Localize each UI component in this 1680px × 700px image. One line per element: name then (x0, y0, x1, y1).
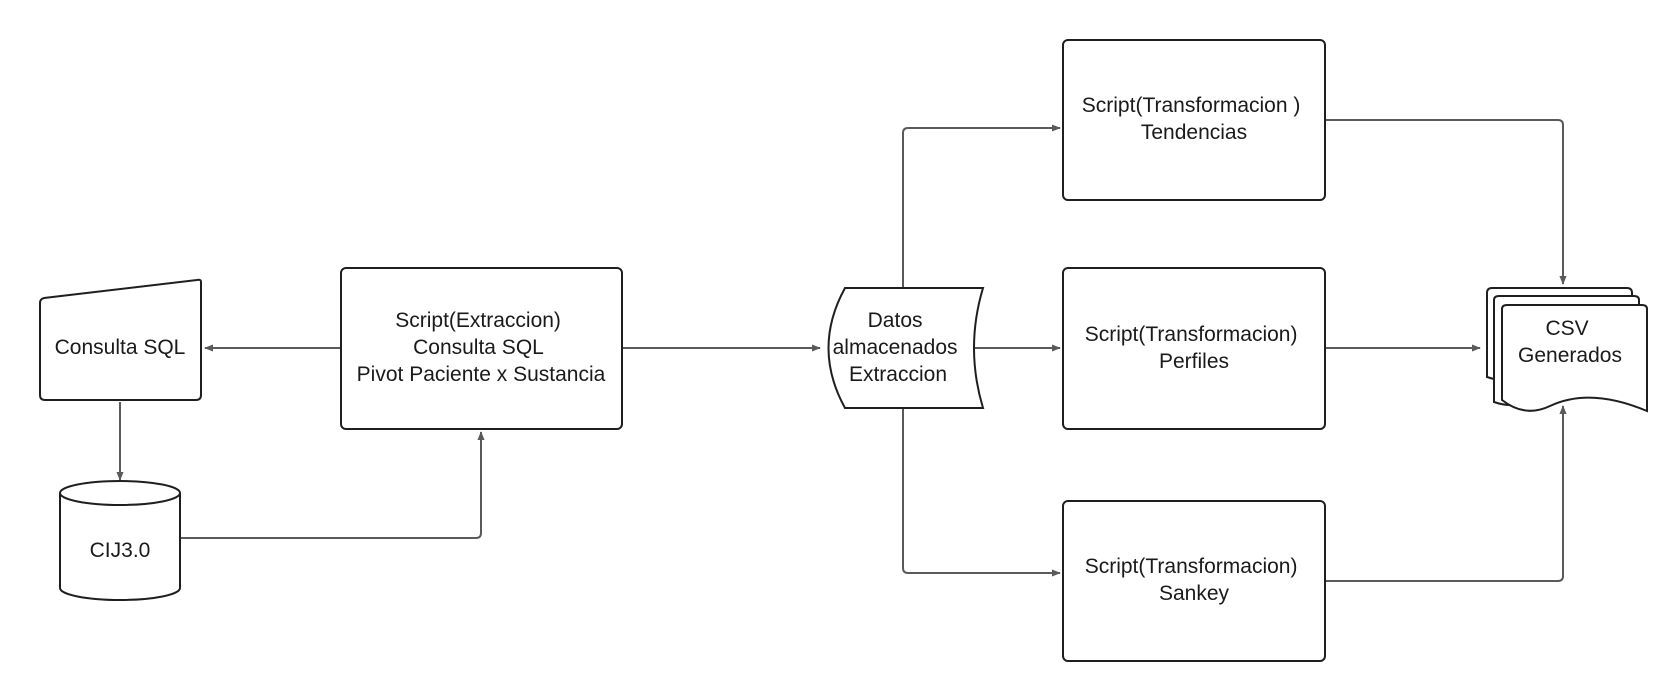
csv-label: CSV Generados (1518, 317, 1622, 367)
node-extraccion: Script(Extraccion) Consulta SQL Pivot Pa… (340, 267, 623, 430)
stored-data-shape (827, 287, 985, 409)
node-sankey: Script(Transformacion) Sankey (1062, 500, 1326, 662)
node-tendencias: Script(Transformacion ) Tendencias (1062, 39, 1326, 201)
node-cij: CIJ3.0 (59, 480, 181, 601)
perfiles-process-box (1062, 267, 1326, 430)
tendencias-label-line-2: Tendencias (1141, 121, 1247, 144)
edge-tendencias-to-csv (1325, 119, 1567, 285)
node-csv: CSV Generados (1486, 287, 1648, 413)
edge-cij-to-extraccion (181, 431, 485, 539)
consulta-sql-label-line-1: Consulta SQL (55, 336, 186, 359)
datos-label-line-3: Extraccion (849, 363, 947, 386)
perfiles-label: Script(Transformacion) Perfiles (1085, 323, 1304, 373)
csv-label-line-2: Generados (1518, 344, 1622, 367)
sankey-label: Script(Transformacion) Sankey (1085, 555, 1304, 605)
perfiles-label-line-1: Script(Transformacion) (1085, 323, 1298, 346)
sankey-label-line-2: Sankey (1159, 582, 1230, 605)
multi-document-shape-front (1501, 304, 1648, 413)
datos-label-line-2: almacenados (833, 336, 958, 359)
edge-sankey-to-csv (1325, 405, 1567, 582)
datos-label: Datos almacenados Extraccion (833, 309, 964, 386)
edge-datos-to-sankey (902, 408, 1061, 577)
perfiles-label-line-2: Perfiles (1159, 350, 1229, 373)
node-perfiles: Script(Transformacion) Perfiles (1062, 267, 1326, 430)
edges-layer (116, 119, 1567, 582)
sankey-label-line-1: Script(Transformacion) (1085, 555, 1298, 578)
cij-label: CIJ3.0 (90, 539, 151, 562)
edge-datos-to-tendencias (902, 124, 1061, 288)
tendencias-label-line-1: Script(Transformacion ) (1082, 94, 1301, 117)
extraccion-label-line-3: Pivot Paciente x Sustancia (357, 363, 606, 386)
sankey-process-box (1062, 500, 1326, 662)
database-cylinder-top (59, 480, 181, 506)
extraccion-label-line-1: Script(Extraccion) (395, 309, 561, 332)
cij-label-line-1: CIJ3.0 (90, 539, 151, 562)
tendencias-label: Script(Transformacion ) Tendencias (1082, 94, 1306, 144)
database-cylinder-shape (59, 493, 181, 601)
consulta-sql-label: Consulta SQL (55, 336, 186, 359)
csv-label-line-1: CSV (1545, 317, 1588, 340)
node-datos: Datos almacenados Extraccion (827, 287, 985, 409)
datos-label-line-1: Datos (868, 309, 923, 332)
tendencias-process-box (1062, 39, 1326, 201)
extraccion-label: Script(Extraccion) Consulta SQL Pivot Pa… (357, 309, 606, 386)
node-consulta-sql: Consulta SQL (39, 278, 202, 401)
extraccion-process-box (340, 267, 623, 430)
manual-input-shape (39, 278, 202, 401)
extraccion-label-line-2: Consulta SQL (413, 336, 543, 359)
